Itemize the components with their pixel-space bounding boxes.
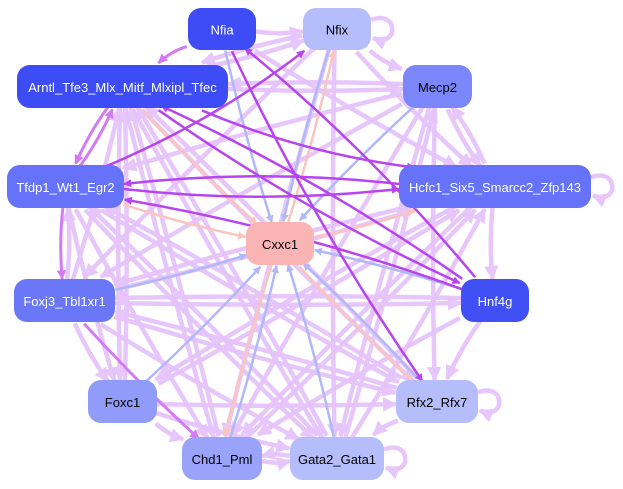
edge-rfx2-to-cxxc1 — [302, 262, 419, 380]
edge-mecp2-to-gata2 — [336, 106, 432, 438]
node-label: Foxj3_Tbl1xr1 — [23, 294, 105, 309]
node-box — [246, 222, 314, 265]
node-box — [461, 279, 529, 322]
edge-rfx2-to-rfx2 — [477, 388, 502, 423]
node-label: Arntl_Tfe3_Mlx_Mitf_Mlxipl_Tfec — [28, 80, 217, 95]
node-foxc1[interactable]: Foxc1 — [88, 380, 157, 423]
edge-tfdp1-to-gata2 — [83, 208, 316, 441]
edge-foxc1-to-gata2 — [155, 410, 291, 453]
node-box — [17, 65, 228, 108]
edge-hnf4g-to-arntl — [160, 104, 463, 280]
edge-arntl-to-hnf4g — [157, 109, 461, 285]
edge-chd1-to-gata2 — [261, 457, 292, 472]
edge-nfix-to-nfix — [370, 15, 395, 50]
edge-foxc1-to-cxxc1 — [144, 265, 262, 383]
node-hnf4g[interactable]: Hnf4g — [461, 279, 529, 322]
edge-foxj3-to-cxxc1 — [115, 253, 248, 291]
node-arntl-tfe3-mlx-mitf-mlxipl-tfec[interactable]: Arntl_Tfe3_Mlx_Mitf_Mlxipl_Tfec — [17, 65, 228, 108]
edges-layer — [56, 15, 615, 480]
edge-hnf4g-to-nfia — [244, 47, 477, 279]
edge-nfix-to-mecp2 — [368, 48, 404, 72]
edge-nfia-to-arntl — [157, 45, 188, 64]
edge-tfdp1-to-foxj3 — [56, 207, 67, 280]
edge-nfia-to-cxxc1 — [224, 50, 274, 224]
node-gata2-gata1[interactable]: Gata2_Gata1 — [290, 437, 384, 480]
edge-chd1-to-hcfc1 — [243, 208, 477, 441]
edge-tfdp1-to-chd1 — [73, 208, 210, 440]
edge-nfix-to-cxxc1 — [280, 48, 331, 223]
edge-hcfc1-to-foxc1 — [154, 203, 458, 382]
node-label: Cxxc1 — [262, 237, 298, 252]
node-label: Hcfc1_Six5_Smarcc2_Zfp143 — [409, 180, 581, 195]
edge-tfdp1-to-arntl — [78, 108, 114, 168]
edge-hnf4g-to-foxj3 — [113, 290, 462, 305]
edge-cxxc1-to-hcfc1 — [314, 208, 416, 239]
node-label: Chd1_Pml — [192, 452, 253, 467]
node-box — [182, 437, 262, 480]
nodes-layer: Nfia Nfix Arntl_Tfe3_Mlx_Mitf_Mlxipl_Tfe… — [7, 8, 591, 480]
node-label: Gata2_Gata1 — [298, 452, 376, 467]
node-cxxc1[interactable]: Cxxc1 — [246, 222, 314, 265]
edge-hcfc1-to-hcfc1 — [590, 173, 615, 208]
node-chd1-pml[interactable]: Chd1_Pml — [182, 437, 262, 480]
edge-cxxc1-to-nfix — [286, 49, 337, 224]
edge-mecp2-to-tfdp1 — [121, 91, 403, 172]
edge-foxc1-to-rfx2 — [156, 397, 398, 412]
node-label: Rfx2_Rfx7 — [407, 395, 468, 410]
edge-foxc1-to-chd1 — [154, 421, 185, 443]
node-box — [88, 380, 157, 423]
node-box — [399, 165, 591, 208]
edge-gata2-to-cxxc1 — [286, 263, 335, 437]
edge-tfdp1-to-nfix — [103, 49, 306, 169]
edge-chd1-to-cxxc1 — [229, 264, 279, 439]
edge-gata2-to-gata2 — [383, 445, 408, 480]
node-hcfc1-six5-smarcc2-zfp143[interactable]: Hcfc1_Six5_Smarcc2_Zfp143 — [399, 165, 591, 208]
node-label: Nfix — [326, 23, 349, 38]
node-mecp2[interactable]: Mecp2 — [403, 65, 472, 108]
edge-hcfc1-to-mecp2 — [450, 105, 487, 165]
node-nfia[interactable]: Nfia — [188, 8, 256, 50]
node-label: Nfia — [210, 23, 234, 38]
edge-mecp2-to-hcfc1 — [445, 108, 483, 168]
node-box — [290, 437, 384, 480]
edge-nfix-to-foxj3 — [82, 46, 316, 279]
node-label: Foxc1 — [105, 395, 140, 410]
node-nfix[interactable]: Nfix — [303, 8, 371, 50]
edge-tfdp1-to-cxxc1 — [122, 203, 247, 240]
edge-gata2-to-mecp2 — [343, 107, 438, 439]
node-label: Hnf4g — [478, 294, 513, 309]
edge-nfia-to-hcfc1 — [253, 48, 458, 170]
edge-gata2-to-chd1 — [260, 445, 291, 460]
node-tfdp1-wt1-egr2[interactable]: Tfdp1_Wt1_Egr2 — [7, 165, 124, 208]
node-label: Tfdp1_Wt1_Egr2 — [16, 180, 114, 195]
edge-foxj3-to-hnf4g — [114, 296, 463, 311]
edge-tfdp1-to-hcfc1 — [123, 185, 400, 198]
node-box — [403, 65, 472, 108]
edge-gata2-to-arntl — [135, 105, 329, 437]
edge-cxxc1-to-chd1 — [223, 263, 273, 438]
node-label: Mecp2 — [418, 80, 457, 95]
edge-nfia-to-nfix — [255, 26, 305, 41]
edge-nfia-to-rfx2 — [230, 50, 424, 382]
edge-hnf4g-to-rfx2 — [445, 319, 483, 381]
edge-arntl-to-cxxc1 — [141, 108, 258, 225]
node-box — [396, 380, 478, 423]
edge-cxxc1-to-rfx2 — [298, 265, 415, 383]
edge-rfx2-to-gata2 — [371, 418, 399, 437]
edge-arntl-to-hcfc1 — [201, 109, 416, 171]
node-foxj3-tbl1xr1[interactable]: Foxj3_Tbl1xr1 — [14, 279, 115, 322]
edge-hcfc1-to-hnf4g — [484, 207, 499, 281]
edge-mecp2-to-arntl — [226, 76, 404, 91]
node-box — [188, 8, 256, 50]
edge-gata2-to-tfdp1 — [87, 204, 319, 437]
edge-gata2-to-hcfc1 — [349, 207, 487, 440]
node-box — [14, 279, 115, 322]
edge-nfix-to-hcfc1 — [354, 50, 474, 169]
node-rfx2-rfx7[interactable]: Rfx2_Rfx7 — [396, 380, 478, 423]
edge-arntl-to-tfdp1 — [74, 105, 110, 165]
node-box — [303, 8, 371, 50]
edge-mecp2-to-rfx2 — [427, 107, 442, 382]
node-box — [7, 165, 124, 208]
edge-mecp2-to-chd1 — [230, 105, 425, 438]
